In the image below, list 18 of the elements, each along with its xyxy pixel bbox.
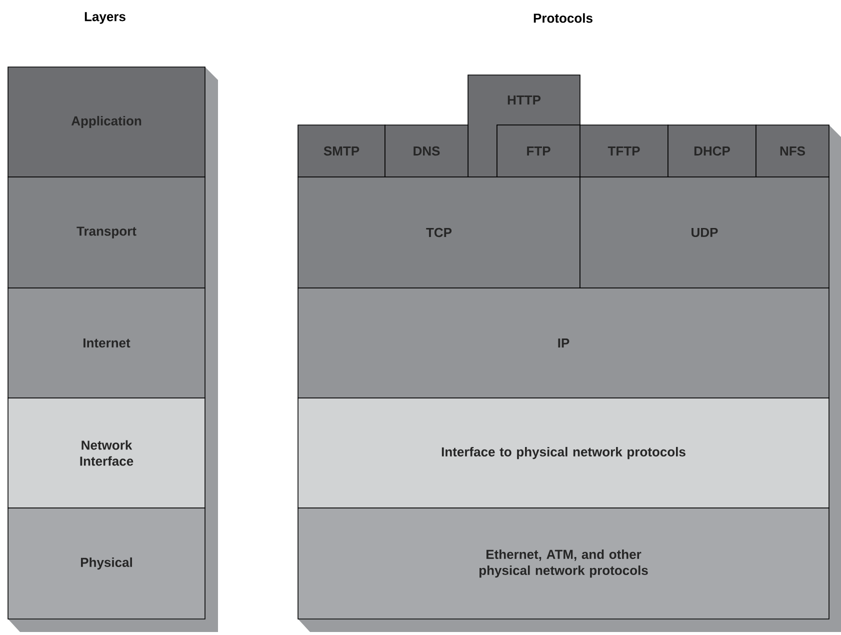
column-heading: Layers [84,12,126,24]
layer-box: Physical [8,508,206,620]
protocol-box: FTP [496,124,580,178]
protocol-box: TFTP [580,124,668,178]
protocol-box: DHCP [668,124,756,178]
layer-box: Network Interface [8,398,206,508]
protocol-box: IP [298,288,830,398]
protocol-box: UDP [580,176,830,288]
layer-box: Internet [8,288,206,398]
protocol-box: NFS [756,124,830,178]
column-heading: Protocols [534,13,592,23]
protocol-box: DNS [384,124,468,178]
layer-box: Application [8,66,206,178]
layer-box: Transport [8,176,206,288]
protocol-box: SMTP [298,124,386,178]
protocol-box: Interface to physical network protocols [298,398,830,508]
protocol-box: Ethernet, ATM, and other physical network protocols [298,508,830,620]
protocol-box: TCP [298,176,580,288]
